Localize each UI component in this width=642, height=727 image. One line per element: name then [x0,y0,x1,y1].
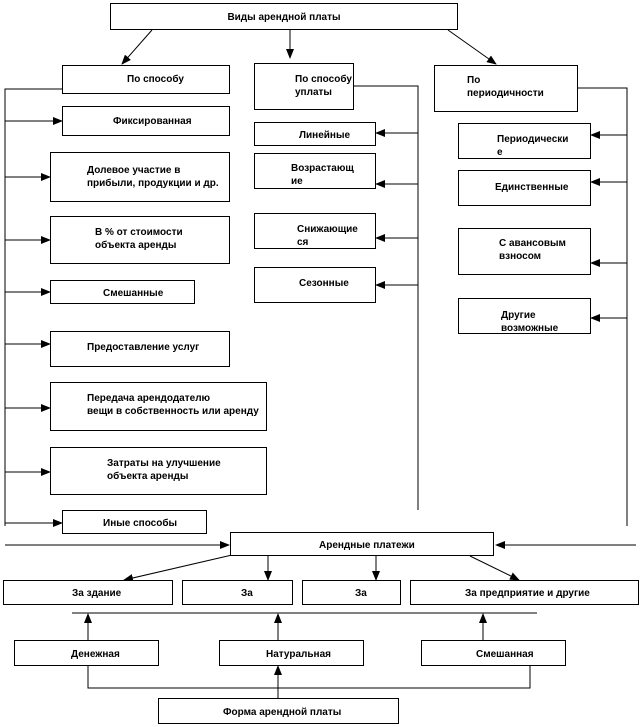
target-enterprise: За предприятие и другие [410,580,639,605]
category-by-periodicity: По периодичности [434,65,578,112]
period-item-other: Другие возможные [458,298,591,334]
payment-item-linear: Линейные [254,122,376,146]
method-item-profit-share: Долевое участие в прибыли, продукции и д… [50,152,230,202]
payment-item-increasing: Возрастающ ие [254,153,376,189]
method-item-fixed: Фиксированная [62,106,230,136]
payment-item-decreasing: Снижающие ся [254,213,376,249]
method-item-services: Предоставление услуг [50,331,230,367]
target-third: За [302,580,401,605]
form-monetary: Денежная [14,640,159,666]
method-item-improvement-costs: Затраты на улучшение объекта аренды [50,447,267,495]
form-mixed: Смешанная [421,640,566,666]
target-second: За [182,580,293,605]
category-by-payment-method: По способу уплаты [254,63,354,110]
rent-payments: Арендные платежи [230,532,494,556]
method-item-percent-of-value: В % от стоимости объекта аренды [50,216,230,264]
method-item-other: Иные способы [62,510,207,534]
payment-item-seasonal: Сезонные [254,267,376,303]
period-item-advance: С авансовым взносом [458,228,591,275]
method-item-mixed: Смешанные [50,280,195,304]
category-by-method: По способу [62,65,230,94]
rent-types-root: Виды арендной платы [110,3,458,30]
rent-form-root: Форма арендной платы [158,698,399,724]
method-item-property-transfer: Передача арендодателю вещи в собственнос… [50,382,267,431]
target-building: За здание [3,580,173,605]
form-in-kind: Натуральная [219,640,364,666]
period-item-single: Единственные [458,170,591,206]
period-item-periodic: Периодически е [458,123,591,159]
